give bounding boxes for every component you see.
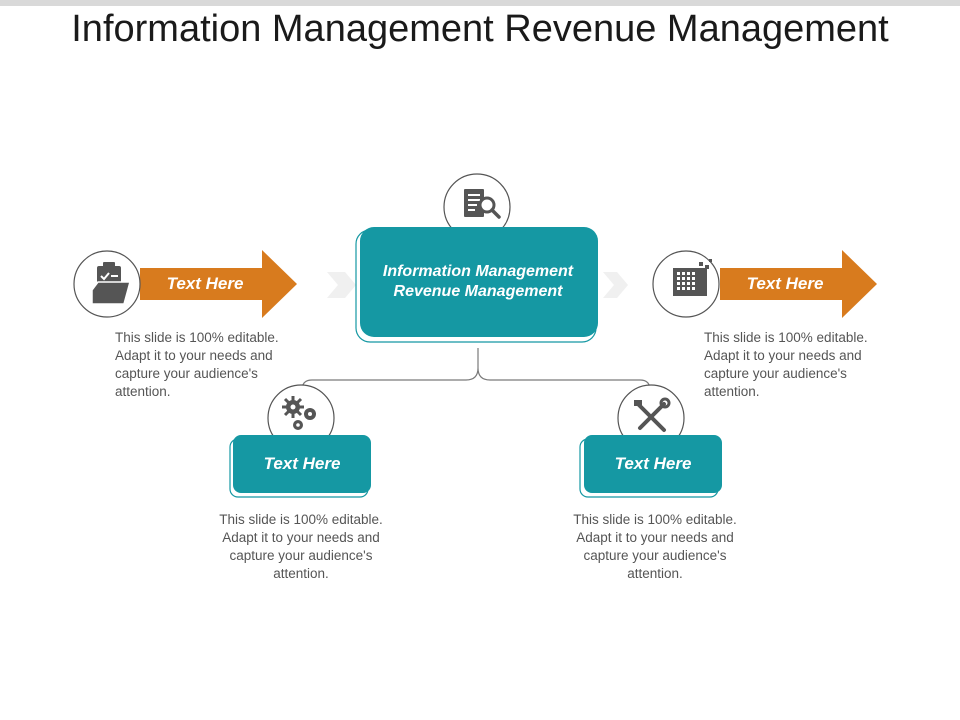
bottom-left-box-label: Text Here (263, 454, 341, 473)
bottom-right-box (584, 435, 722, 493)
chevron-right (603, 272, 628, 298)
bottom-right-box-label: Text Here (614, 454, 692, 473)
bottom-left-description: This slide is 100% editable. Adapt it to… (219, 512, 383, 581)
center-label-line1: Information Management (382, 263, 574, 280)
clipboard-folder-icon (91, 262, 131, 305)
document-search-icon (464, 189, 501, 219)
connector-bracket (301, 348, 651, 391)
left-arrow (140, 250, 297, 318)
right-arrow-label: Text Here (746, 274, 824, 293)
center-box (360, 227, 598, 337)
bottom-right-description: This slide is 100% editable. Adapt it to… (573, 512, 737, 581)
right-arrow (720, 250, 877, 318)
center-box-label: Information Management Revenue Managemen… (358, 262, 598, 302)
tools-icon (634, 397, 671, 432)
center-label-line2: Revenue Management (393, 283, 563, 300)
gears-icon (282, 396, 316, 430)
top-accent-bar (0, 0, 960, 6)
pixel-grid-icon (673, 259, 712, 296)
left-description: This slide is 100% editable. Adapt it to… (115, 330, 279, 399)
bottom-left-box (233, 435, 371, 493)
right-description: This slide is 100% editable. Adapt it to… (704, 330, 868, 399)
slide-title: Information Management Revenue Managemen… (71, 8, 889, 50)
left-arrow-label: Text Here (166, 274, 244, 293)
chevron-left (327, 272, 356, 298)
